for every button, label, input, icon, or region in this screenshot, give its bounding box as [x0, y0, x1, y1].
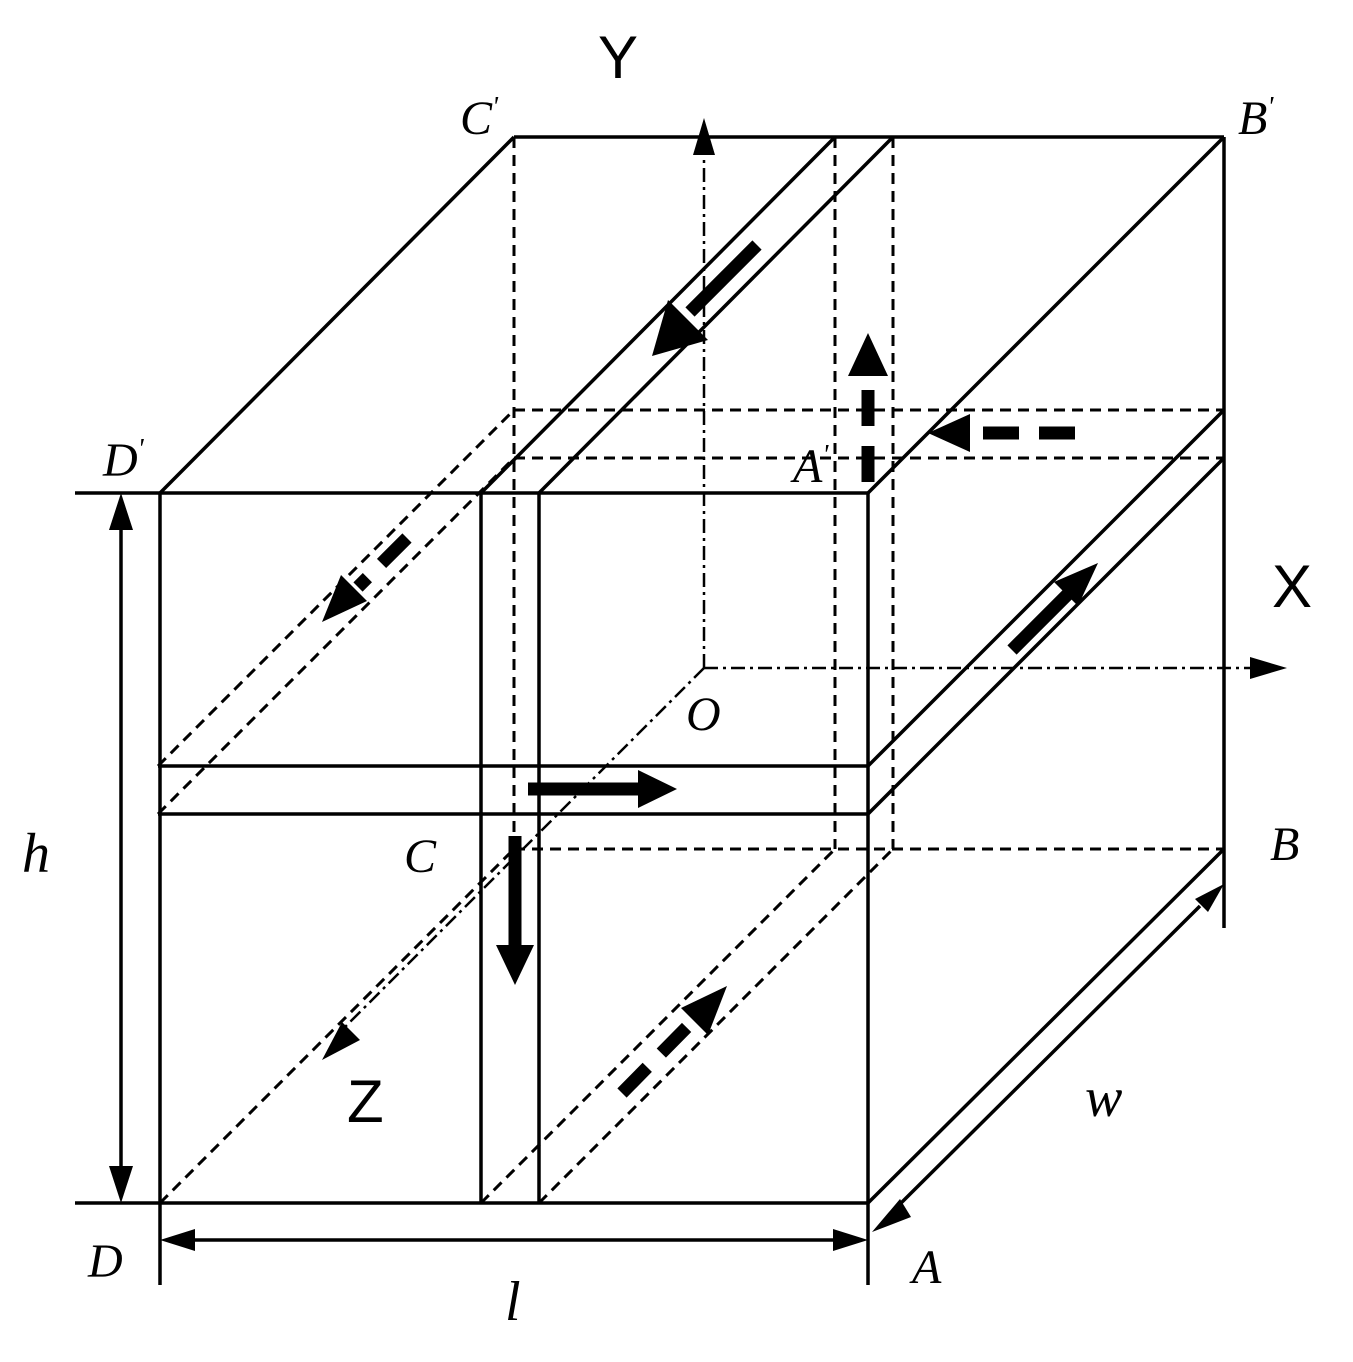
hidden-edges: [156, 137, 1224, 1205]
z-axis: [344, 667, 705, 1028]
height-label: h: [22, 823, 50, 885]
width-label: w: [1085, 1067, 1122, 1129]
y-axis-label: Y: [598, 24, 638, 91]
width-dimension-line: [890, 904, 1202, 1214]
x-axis-arrowhead: [1250, 657, 1287, 679]
flow-arrow-right-channel: [1007, 589, 1073, 655]
flow-arrow-bottom-slot: [617, 1017, 697, 1098]
cuboid-solid-edges: [75, 135, 1226, 1285]
vertex-label-b-prime: B': [1238, 92, 1274, 145]
vertex-label-c: C: [404, 830, 437, 883]
length-label: l: [505, 1271, 521, 1333]
flow-arrow-top-channel: [685, 240, 762, 317]
vertex-label-c-prime: C': [460, 92, 499, 145]
origin-label: O: [686, 688, 721, 741]
y-axis-arrowhead: [693, 118, 715, 155]
vertex-label-d-prime: D': [102, 434, 145, 487]
x-axis-label: X: [1272, 553, 1312, 620]
vertex-label-b: B: [1270, 818, 1299, 871]
coordinate-axes: [322, 118, 1287, 1060]
dimension-lines: [109, 493, 1224, 1251]
vertex-label-a-prime: A': [790, 440, 829, 493]
z-axis-arrowhead: [322, 1022, 360, 1060]
vertex-label-a: A: [909, 1241, 942, 1294]
flow-arrows-dashed: [322, 333, 1075, 1098]
z-axis-label: Z: [347, 1068, 384, 1135]
flow-arrow-left-slot: [353, 533, 412, 592]
flow-arrows-solid: [496, 240, 1098, 985]
vertex-label-d: D: [87, 1235, 123, 1288]
